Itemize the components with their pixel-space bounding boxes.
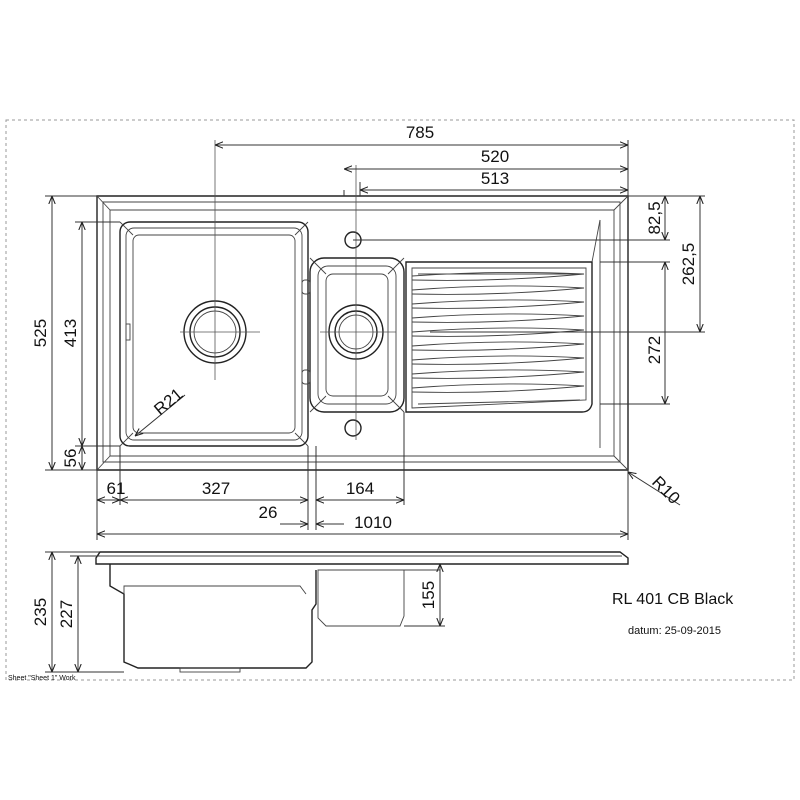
dimension-arrows <box>52 145 700 534</box>
dim-235: 235 <box>31 598 50 626</box>
drawing-date: datum: 25-09-2015 <box>628 625 721 637</box>
dim-61: 61 <box>107 479 126 498</box>
side-dimension-arrows <box>45 551 445 673</box>
dim-513: 513 <box>481 169 509 188</box>
radius-r10: R10 <box>648 472 683 507</box>
sink-top-view <box>96 195 629 471</box>
dim-155: 155 <box>419 581 438 609</box>
sheet-frame <box>5 119 795 681</box>
dim-82-5: 82,5 <box>645 201 664 234</box>
dim-785: 785 <box>406 123 434 142</box>
dim-56: 56 <box>61 449 80 468</box>
sheet-label: Sheet "Sheet 1" Work <box>8 675 76 682</box>
dim-520: 520 <box>481 147 509 166</box>
radius-r21: R21 <box>150 384 186 419</box>
dim-272: 272 <box>645 336 664 364</box>
dim-164: 164 <box>346 479 374 498</box>
dimension-labels: 785 520 513 82,5 262,5 272 525 413 56 61… <box>31 123 698 628</box>
dim-227: 227 <box>57 600 76 628</box>
model-name: RL 401 CB Black <box>612 591 734 608</box>
tap-hole <box>344 419 362 437</box>
sink-side-view <box>95 551 629 673</box>
drainer <box>405 219 601 448</box>
dim-327: 327 <box>202 479 230 498</box>
extension-lines <box>45 140 705 540</box>
dim-1010: 1010 <box>354 513 392 532</box>
dim-413: 413 <box>61 319 80 347</box>
dim-525: 525 <box>31 319 50 347</box>
dim-26: 26 <box>259 503 278 522</box>
dim-262-5: 262,5 <box>679 243 698 286</box>
